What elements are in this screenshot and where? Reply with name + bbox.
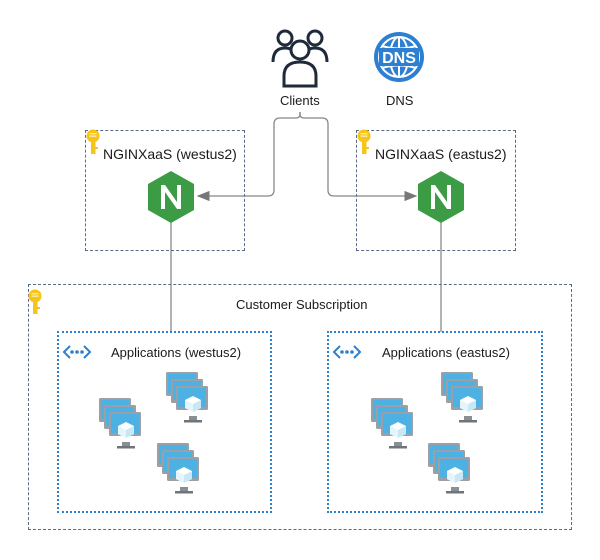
key-icon	[28, 289, 42, 320]
nginx-eastus2-node[interactable]	[416, 170, 466, 229]
nginx-icon	[148, 171, 194, 223]
vm-scale-set-icon[interactable]	[166, 372, 214, 433]
nginx-westus2-title: NGINXaaS (westus2)	[103, 146, 237, 162]
connector-clients-to-east	[299, 112, 418, 202]
vm-scale-set-icon[interactable]	[371, 398, 419, 459]
vm-scale-set-icon[interactable]	[441, 372, 489, 433]
apps-westus2-container	[57, 331, 272, 513]
nginx-westus2-node[interactable]	[146, 170, 196, 229]
clients-node[interactable]	[270, 28, 330, 90]
nginx-westus2-container	[85, 130, 245, 251]
customer-subscription-title: Customer Subscription	[236, 297, 368, 312]
dns-icon-text: DNS	[382, 50, 416, 67]
apps-eastus2-title: Applications (eastus2)	[382, 345, 510, 360]
virtual-network-icon	[62, 344, 92, 365]
connector-clients-to-west	[196, 112, 301, 202]
key-icon	[357, 129, 371, 160]
key-icon	[86, 129, 100, 160]
nginx-icon	[418, 171, 464, 223]
vm-scale-set-icon[interactable]	[157, 443, 205, 504]
nginx-eastus2-title: NGINXaaS (eastus2)	[375, 146, 507, 162]
dns-globe-icon: DNS	[374, 32, 424, 82]
users-icon	[271, 29, 329, 88]
virtual-network-icon	[332, 344, 362, 365]
clients-label: Clients	[280, 93, 320, 108]
dns-node[interactable]: DNS	[373, 31, 425, 83]
customer-subscription-container	[28, 284, 572, 530]
dns-label: DNS	[386, 93, 414, 108]
vm-scale-set-icon[interactable]	[99, 398, 147, 459]
vm-scale-set-icon[interactable]	[428, 443, 476, 504]
apps-westus2-title: Applications (westus2)	[111, 345, 242, 360]
apps-eastus2-container	[327, 331, 543, 513]
nginx-eastus2-container	[356, 130, 516, 251]
